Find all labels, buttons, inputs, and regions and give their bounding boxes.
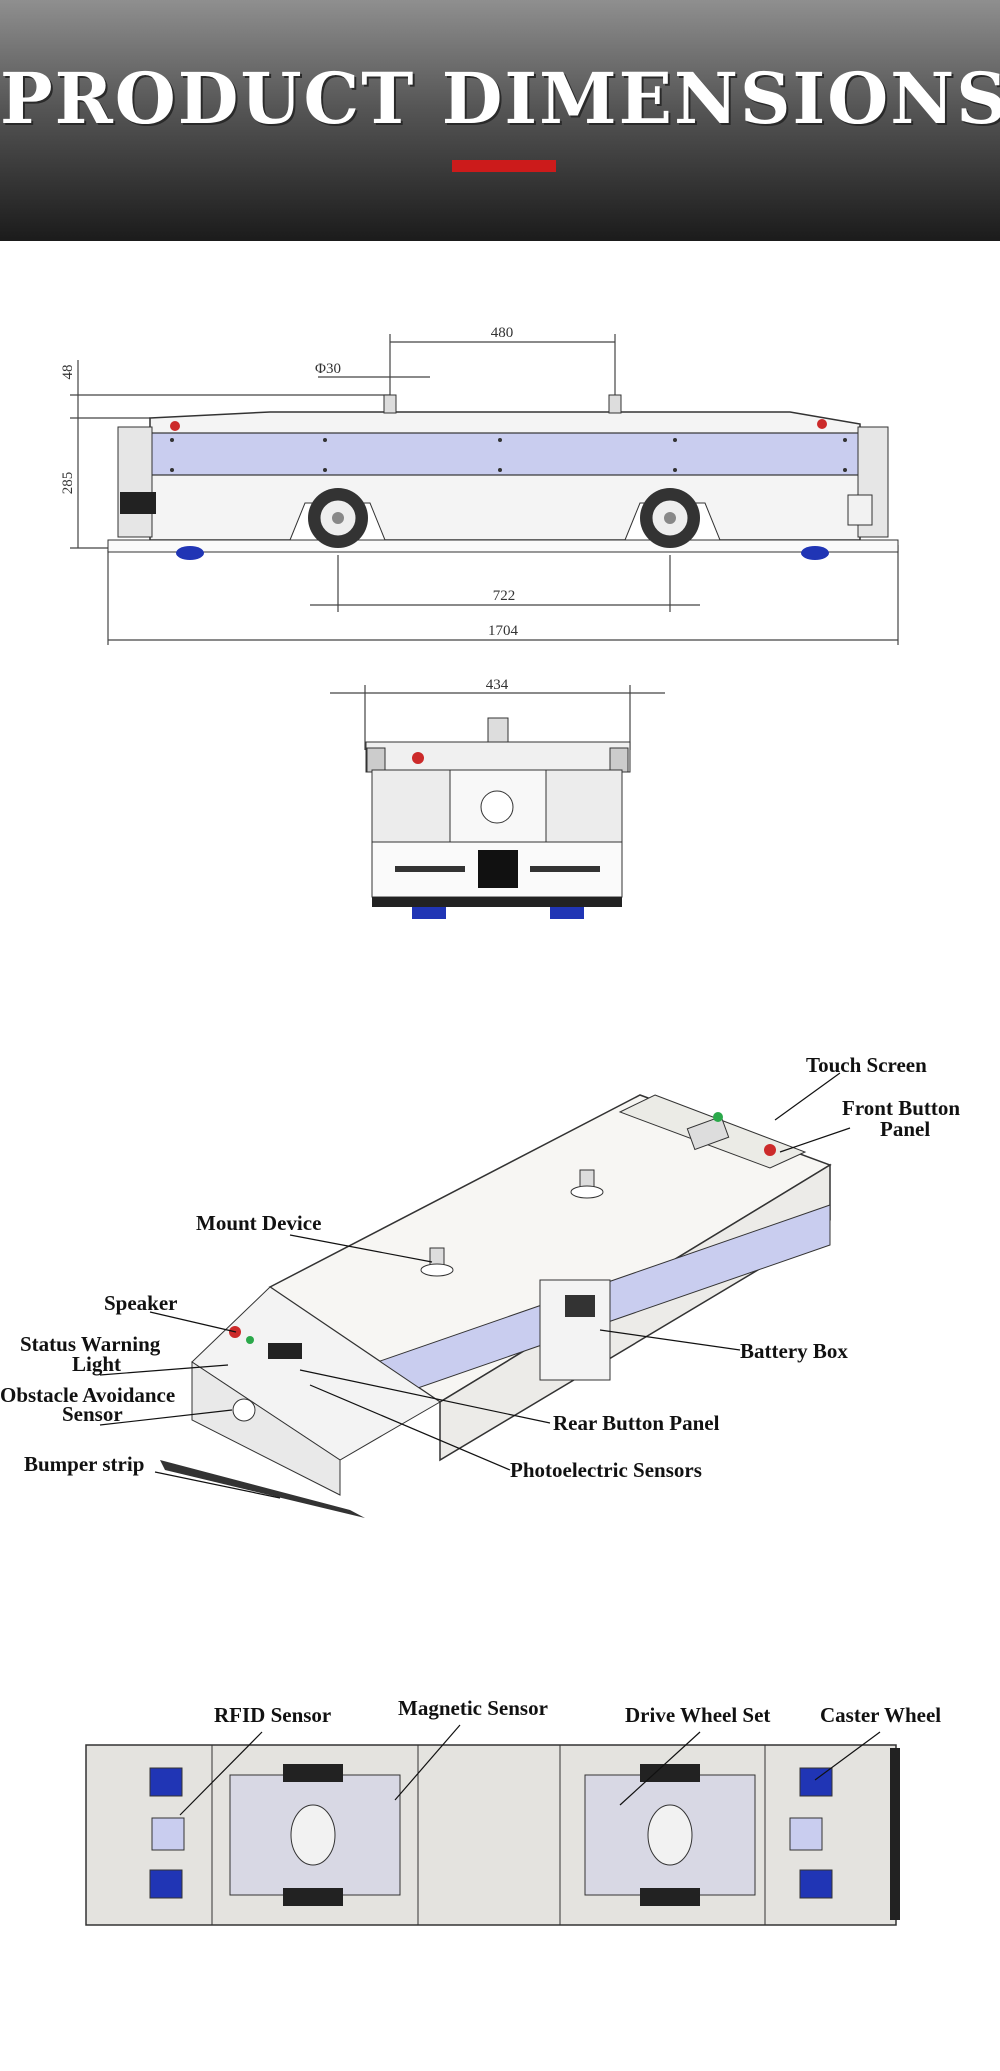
label-front-button-line2: Panel bbox=[880, 1117, 930, 1141]
header-banner: PRODUCT DIMENSIONS bbox=[0, 0, 1000, 241]
label-touch-screen: Touch Screen bbox=[806, 1053, 927, 1077]
label-magnetic-sensor: Magnetic Sensor bbox=[398, 1696, 548, 1720]
label-rfid-sensor: RFID Sensor bbox=[214, 1703, 331, 1727]
label-photoelectric-sensors: Photoelectric Sensors bbox=[510, 1458, 702, 1482]
front-view-drawing: 434 bbox=[0, 670, 1000, 930]
dim-length: 1704 bbox=[488, 623, 519, 639]
side-view-drawing: 480 Φ30 48 285 722 1704 bbox=[0, 300, 1000, 660]
drive-wheel-right-icon bbox=[640, 488, 700, 548]
label-status-warning-line2: Light bbox=[72, 1352, 121, 1376]
label-speaker: Speaker bbox=[104, 1291, 178, 1315]
label-obstacle-line2: Sensor bbox=[62, 1402, 123, 1426]
title-underline bbox=[452, 160, 556, 172]
label-caster-wheel: Caster Wheel bbox=[820, 1703, 941, 1727]
label-bumper-strip: Bumper strip bbox=[24, 1452, 144, 1476]
dim-top-height: 48 bbox=[60, 365, 76, 380]
label-obstacle-line1: Obstacle Avoidance bbox=[0, 1383, 175, 1407]
dim-pin-spacing: 480 bbox=[491, 325, 514, 341]
dim-wheelbase: 722 bbox=[493, 588, 516, 604]
bottom-view-drawing: RFID Sensor Magnetic Sensor Drive Wheel … bbox=[0, 1680, 1000, 1960]
label-mount-device: Mount Device bbox=[196, 1211, 321, 1235]
label-front-button-line1: Front Button bbox=[842, 1096, 960, 1120]
label-status-warning-line1: Status Warning bbox=[20, 1332, 161, 1356]
label-rear-button-panel: Rear Button Panel bbox=[553, 1411, 720, 1435]
label-drive-wheel-set: Drive Wheel Set bbox=[625, 1703, 770, 1727]
dim-width: 434 bbox=[486, 677, 509, 693]
page-title: PRODUCT DIMENSIONS bbox=[0, 57, 1000, 140]
drive-wheel-left-icon bbox=[308, 488, 368, 548]
isometric-view-drawing: Touch Screen Front Button Panel Mount De… bbox=[0, 1040, 1000, 1540]
label-battery-box: Battery Box bbox=[740, 1339, 848, 1363]
dim-pin-diameter: Φ30 bbox=[315, 361, 341, 377]
dim-body-height: 285 bbox=[60, 472, 76, 495]
